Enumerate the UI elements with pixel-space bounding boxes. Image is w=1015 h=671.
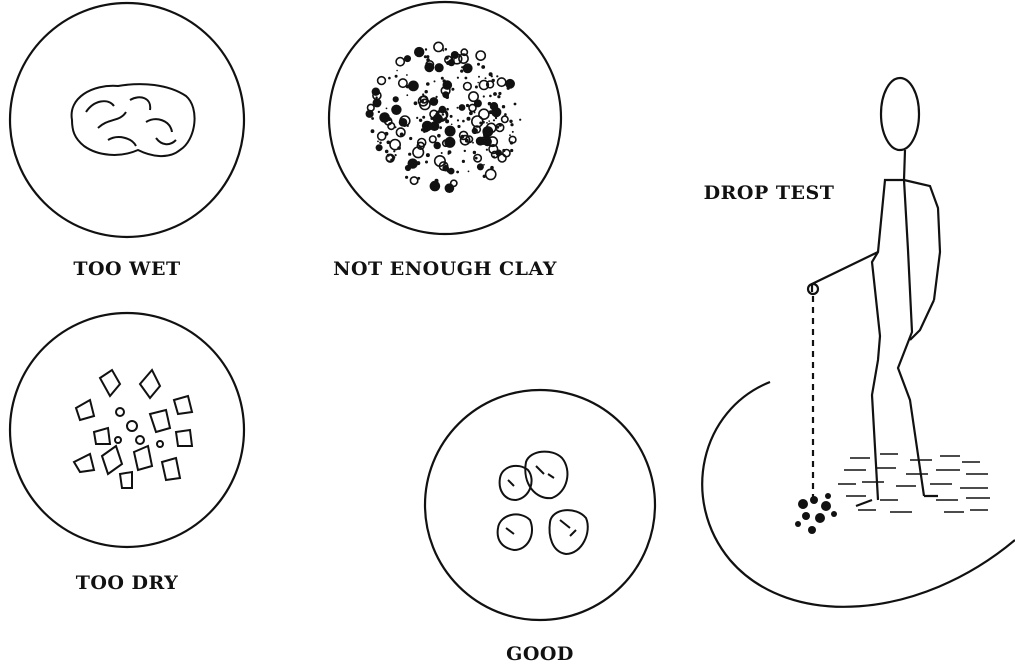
good-label: GOOD [490,643,590,665]
arm [812,252,878,292]
good-panel [425,390,655,620]
drop-test-figure [702,78,1015,607]
clay-speckles-icon [366,42,522,193]
too-dry-circle [10,313,244,547]
good-clumps-icon [498,452,588,554]
feet [856,496,938,506]
head-icon [881,78,919,150]
too-wet-panel [10,3,244,237]
ground-curve [702,382,1015,607]
good-circle [425,390,655,620]
too-wet-label: TOO WET [62,258,192,280]
not-enough-clay-label: NOT ENOUGH CLAY [300,258,590,280]
too-wet-circle [10,3,244,237]
dropped-soil-icon [795,493,837,534]
torso [872,150,940,500]
not-enough-clay-panel [329,2,561,234]
too-dry-label: TOO DRY [62,572,192,594]
drop-test-label: DROP TEST [684,182,854,204]
too-wet-blob-icon [72,84,195,156]
too-dry-panel [10,313,244,547]
too-dry-crumbs-icon [74,370,192,488]
